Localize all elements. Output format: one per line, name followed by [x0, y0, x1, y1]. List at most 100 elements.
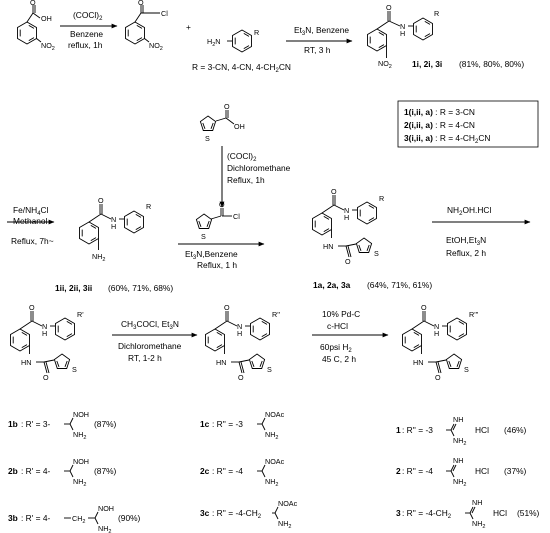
r3-o2: O [435, 373, 441, 382]
amino-amide: O N H R NH2 [79, 196, 151, 263]
r2-hn: HN [216, 358, 226, 367]
yield-2b: (87%) [94, 466, 117, 476]
reagent-thio-oxalyl: (COCl)2 [227, 151, 257, 163]
prefix-2: : R'' = -4 [402, 466, 433, 476]
thio-cl-s: S [201, 232, 206, 241]
r2-amide-n: N [237, 322, 242, 331]
id-2c: 2c [200, 466, 210, 476]
label-1ii-2ii-3ii: 1ii, 2ii, 3ii [55, 283, 92, 293]
reagent-reflux-7h: Reflux, 7h~ [11, 236, 54, 246]
bisamide-amide-n: N [344, 206, 349, 215]
reagent-rt-1-2h: RT, 1-2 h [128, 353, 162, 363]
bisamide-amide-h: H [344, 213, 349, 222]
prefix-3: : R'' = -4-CH2 [402, 508, 452, 520]
bisamide-hn: HN [323, 242, 333, 251]
nitro-amide-product: O N H R NO2 [367, 3, 439, 70]
r1-label: R' [77, 310, 84, 319]
reagent-reflux: reflux, 1h [68, 40, 103, 50]
aniline-r: R [254, 28, 259, 37]
reagent-thio-reflux: Reflux, 1h [227, 175, 265, 185]
top-2c: NOAc [265, 457, 285, 466]
chain-3b: CH2 [72, 514, 85, 525]
r3-label: R''' [469, 310, 479, 319]
amidoxime-2b: 2b : R' = 4- NOH NH2 (87%) [8, 457, 117, 488]
acetylamidoxime-core: O N H R'' HN O S [205, 303, 281, 382]
reagent-methanol: Methanol [13, 216, 48, 226]
salt-2: HCl [475, 466, 489, 476]
reagent-c-hcl: c-HCl [327, 321, 348, 331]
reagent-rt-3h: RT, 3 h [304, 45, 331, 55]
r1-hn: HN [21, 358, 31, 367]
reagent-fe-nh4cl: Fe/NH4Cl [13, 205, 49, 217]
salt-3: HCl [493, 508, 507, 518]
id-3c: 3c [200, 508, 210, 518]
top-3c: NOAc [278, 499, 298, 508]
legend-row-1: 1(i,ii, a) : R = 3-CN [404, 107, 475, 117]
thio-cl-o: O [219, 200, 225, 209]
yield-1: (46%) [504, 425, 527, 435]
reagent-pd-c: 10% Pd-C [322, 309, 360, 319]
id-1: 1 [396, 425, 401, 435]
plus-sign: + [186, 22, 191, 32]
r2-s: S [267, 365, 272, 374]
top-2b: NOH [73, 457, 89, 466]
reagent-dcm-2: Dichloromethane [118, 341, 182, 351]
r2-amide-h: H [237, 329, 242, 338]
r3-s: S [464, 365, 469, 374]
r-definition: R = 3-CN, 4-CN, 4-CH2CN [192, 62, 291, 74]
label-1a-2a-3a: 1a, 2a, 3a [313, 280, 351, 290]
bot-1b: NH2 [73, 430, 86, 441]
bot-1: NH2 [453, 436, 466, 447]
bot-2c: NH2 [265, 477, 278, 488]
bisamide-o2: O [345, 257, 351, 266]
yield-3: (51%) [517, 508, 540, 518]
reagent-thio-dcm: Dichloromethane [227, 163, 291, 173]
amidine-2: 2 : R'' = -4 NH NH2 HCl (37%) [396, 456, 527, 488]
id-1c: 1c [200, 419, 210, 429]
reagent-reflux-2h: Reflux, 2 h [446, 248, 486, 258]
thiophene-carbonyl-chloride: O Cl S [195, 200, 240, 241]
amine-amide-n: N [111, 215, 116, 224]
amine-nh2: NH2 [92, 252, 105, 263]
yield-3b: (90%) [118, 513, 141, 523]
r3-amide-h: H [434, 329, 439, 338]
amidine-core: O N H R''' HN O S [402, 303, 479, 382]
salt-1: HCl [475, 425, 489, 435]
thio-acid-o: O [224, 102, 230, 111]
top-1c: NOAc [265, 410, 285, 419]
r1-o: O [29, 303, 35, 312]
reagent-oxalyl-chloride: (COCl)2 [73, 10, 103, 22]
top-2: NH [453, 456, 463, 465]
r3-o: O [421, 303, 427, 312]
prefix-1: : R'' = -3 [402, 425, 433, 435]
nitro-amide-n: N [400, 22, 405, 31]
top-3b: NOH [98, 504, 114, 513]
bot-3: NH2 [472, 519, 485, 530]
legend-row-3: 3(i,ii, a) : R = 4-CH2CN [404, 133, 490, 145]
id-3: 3 [396, 508, 401, 518]
acetyl-1c: 1c : R'' = -3 NOAc NH2 [200, 410, 285, 441]
id-2: 2 [396, 466, 401, 476]
bisamide-s: S [374, 249, 379, 258]
amine-r: R [146, 202, 151, 211]
bot-3c: NH2 [278, 519, 291, 530]
thio-acid-oh: OH [234, 122, 245, 131]
acid-nitro: NO2 [41, 41, 55, 52]
acid-oh: OH [41, 14, 52, 23]
reagent-benzene: Benzene [70, 29, 103, 39]
reagent-et3n-benzene: Et3N, Benzene [294, 25, 349, 37]
reagent-etoh-et3n: EtOH,Et3N [446, 235, 486, 247]
thio-acid-s: S [205, 134, 210, 143]
acid-carbonyl-o: O [30, 0, 36, 7]
r1-amide-h: H [42, 329, 47, 338]
label-1i-2i-3i: 1i, 2i, 3i [412, 59, 442, 69]
reagent-acetyl-chloride: CH3COCl, Et3N [121, 319, 179, 331]
reagent-45c-2h: 45 C, 2 h [322, 354, 356, 364]
r2-label: R'' [272, 310, 281, 319]
acyl-cl: Cl [161, 9, 168, 18]
top-3: NH [472, 498, 482, 507]
reagent-h2-pressure: 60psi H2 [320, 342, 352, 354]
nitrile-bisamide: O N H R HN O S [312, 187, 384, 266]
prefix-2b: : R' = 4- [21, 466, 51, 476]
